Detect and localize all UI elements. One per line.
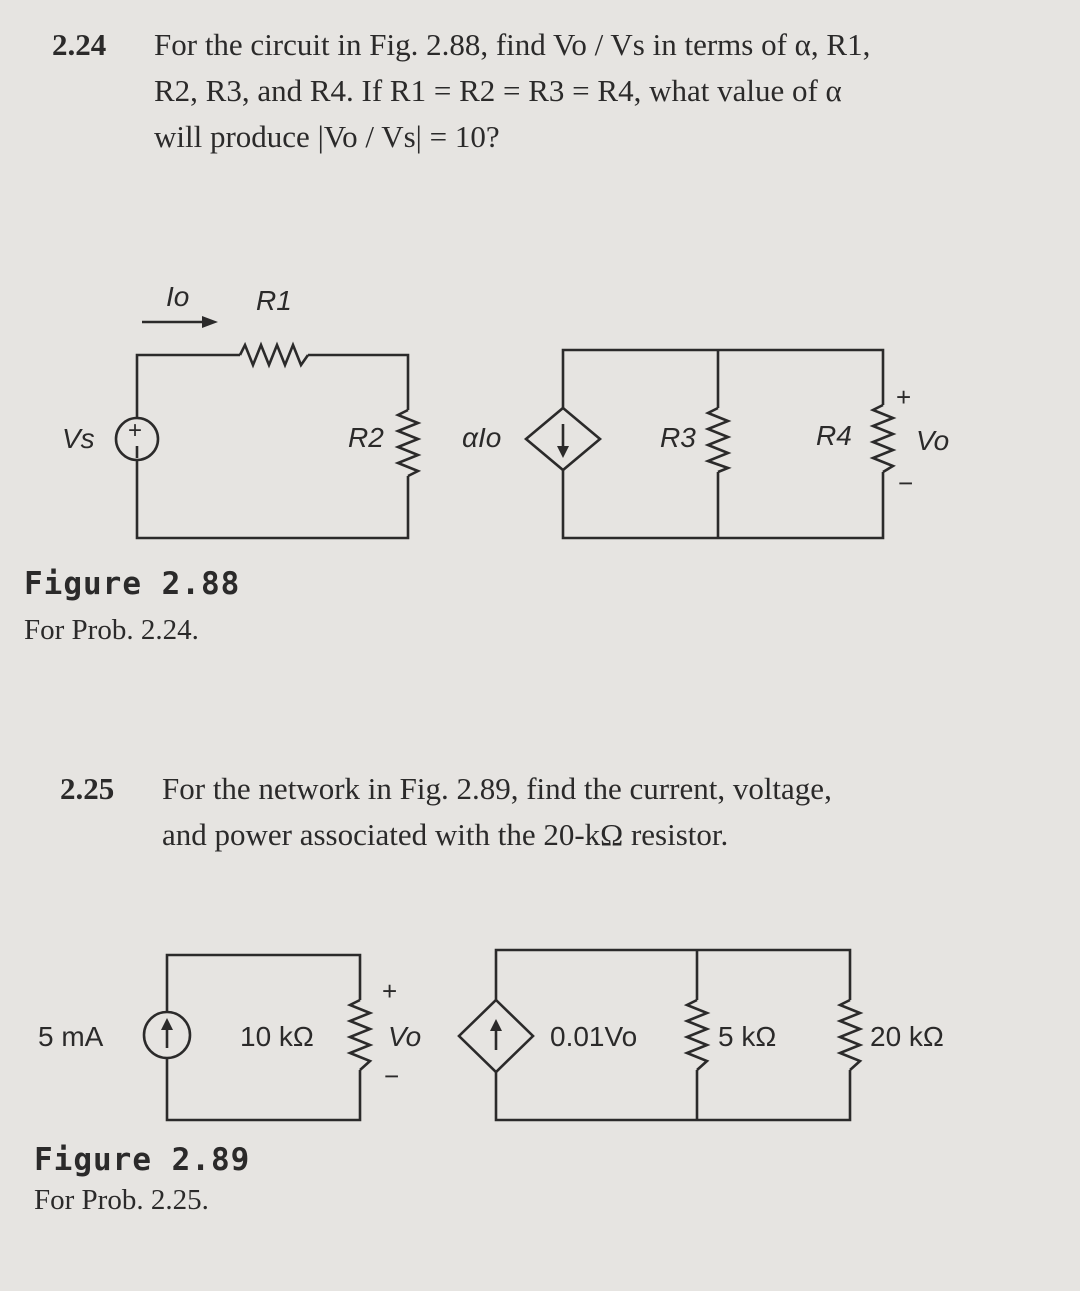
problem-text-line-1: For the network in Fig. 2.89, find the c… (162, 771, 832, 806)
io-arrow-head (202, 316, 218, 328)
vo-minus: − (384, 1061, 399, 1091)
r10k-resistor (346, 998, 374, 1071)
vo-plus: + (896, 382, 911, 412)
current-source-5ma (142, 1010, 192, 1060)
vs-plus: + (128, 417, 142, 444)
dep-source-arrow-head (490, 1019, 502, 1031)
wire-right-bottom (561, 470, 885, 540)
wire-right-top (561, 348, 885, 408)
r4-label: R4 (816, 420, 852, 451)
r2-resistor (394, 408, 422, 478)
problem-text-line-2: and power associated with the 20-kΩ resi… (162, 817, 729, 852)
problem-text-line-1: For the circuit in Fig. 2.88, find Vo / … (154, 27, 871, 62)
wire-left-top (135, 353, 240, 418)
r1-resistor (238, 341, 310, 369)
wire-left-bottom (135, 460, 410, 540)
problem-number: 2.24 (52, 27, 107, 62)
alpha-io-label: αIo (462, 422, 501, 453)
dep-source-arrow-head (557, 446, 569, 458)
wire-right-bottom (494, 1070, 852, 1122)
r3-label: R3 (660, 422, 696, 453)
r20k-resistor (836, 998, 864, 1071)
vo-label: Vo (388, 1021, 421, 1052)
wire-top-to-r2 (308, 353, 410, 410)
dependent-current-source (523, 406, 603, 472)
r5k-label: 5 kΩ (718, 1021, 776, 1052)
vs-label: Vs (62, 423, 95, 454)
problem-number: 2.25 (60, 771, 115, 806)
vo-label: Vo (916, 425, 949, 456)
source-arrow-head (161, 1018, 173, 1030)
r1-label: R1 (256, 285, 292, 316)
r2-label: R2 (348, 422, 384, 453)
dep-source-label: 0.01Vo (550, 1021, 637, 1052)
r10k-label: 10 kΩ (240, 1021, 314, 1052)
problem-text-line-2: R2, R3, and R4. If R1 = R2 = R3 = R4, wh… (154, 73, 842, 108)
r3-resistor (704, 406, 732, 474)
r4-resistor (869, 403, 897, 474)
r5k-resistor (683, 998, 711, 1071)
figure-2-89-caption: For Prob. 2.25. (34, 1184, 209, 1216)
dependent-current-source (457, 998, 535, 1074)
figure-2-88-caption: For Prob. 2.24. (24, 614, 199, 646)
r20k-label: 20 kΩ (870, 1021, 944, 1052)
wire-left-bottom (165, 1058, 362, 1122)
problem-text-line-3: will produce |Vo / Vs| = 10? (154, 119, 500, 154)
figure-2-89-title: Figure 2.89 (34, 1142, 251, 1178)
vs-source (114, 416, 160, 462)
io-label: Io (166, 281, 189, 312)
figure-2-88-title: Figure 2.88 (24, 566, 241, 602)
wire-left-top (165, 953, 362, 1012)
source-label: 5 mA (38, 1021, 104, 1052)
vo-minus: − (898, 468, 913, 498)
vo-plus: + (382, 976, 397, 1006)
wire-right-top (494, 948, 852, 1000)
